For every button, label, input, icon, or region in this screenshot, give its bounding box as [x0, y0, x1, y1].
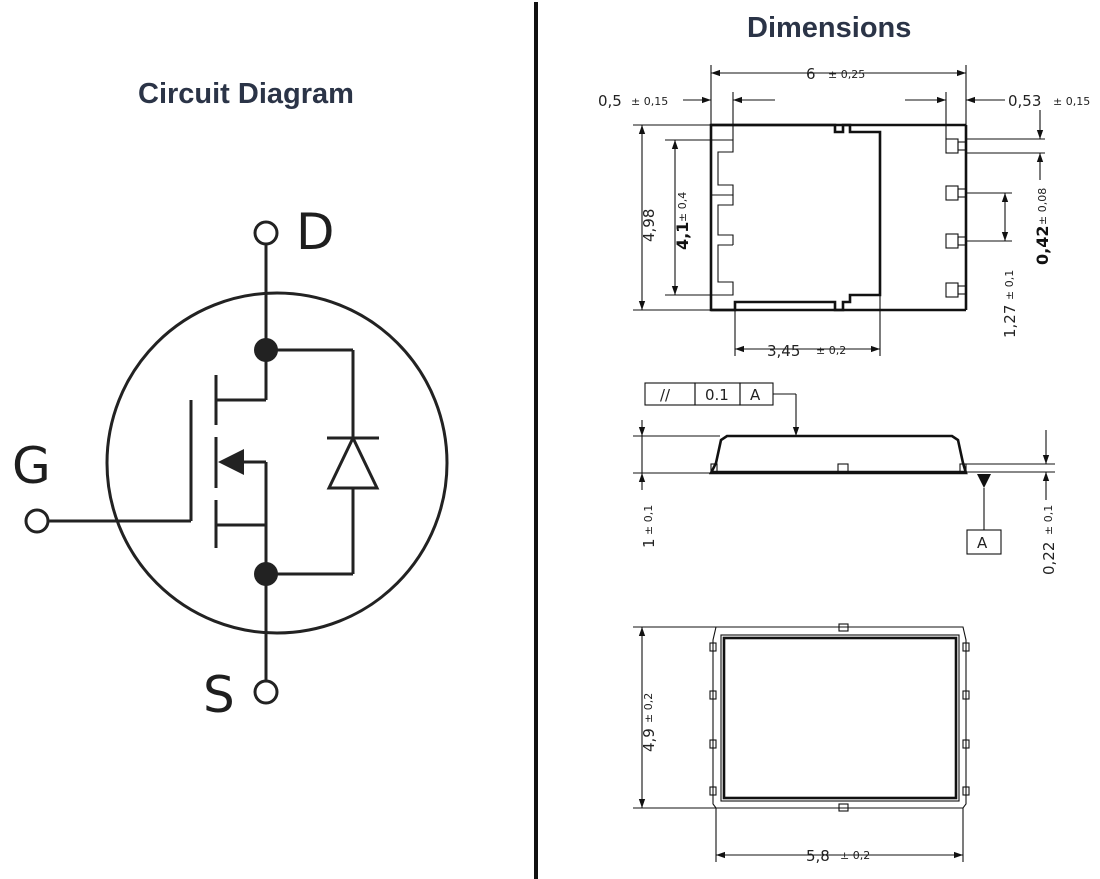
side-body-outline: [708, 434, 968, 475]
bottom-width-tolerance: ± 0,2: [840, 849, 870, 862]
pitch-value: 1,27: [1001, 305, 1019, 338]
source-terminal: [253, 679, 279, 705]
inner-width-value: 3,45: [767, 342, 800, 360]
outer-height-value: 4,98: [640, 209, 658, 242]
pitch-tolerance: ± 0,1: [1003, 270, 1016, 300]
package-top-view: [633, 65, 1045, 356]
lead-pad-3: [945, 233, 959, 249]
lead-pad-4: [945, 282, 959, 298]
inner-height-value: 4,1: [673, 222, 692, 250]
inner-height-tolerance: ± 0,4: [676, 192, 689, 222]
drain-terminal: [253, 220, 279, 246]
top-width-tolerance: ± 0,25: [828, 68, 865, 81]
lead-pad-2: [945, 185, 959, 201]
parallelism-symbol: //: [660, 386, 671, 404]
package-side-view: [633, 382, 1055, 555]
datum-frame: [966, 529, 1002, 555]
body-arrow: [218, 449, 244, 475]
side-height-value: 1: [640, 538, 658, 548]
diode-triangle: [326, 434, 380, 490]
device-circle: [105, 291, 449, 635]
bottom-height-tolerance: ± 0,2: [642, 693, 655, 723]
source-label: S: [203, 666, 235, 724]
standoff-value: 0,22: [1040, 542, 1058, 575]
gate-terminal: [24, 508, 50, 534]
bottom-outer-outline: [712, 626, 967, 809]
left-offset-tolerance: ± 0,15: [631, 95, 668, 108]
parallelism-datum: A: [750, 386, 761, 404]
right-offset-value: 0,53: [1008, 92, 1041, 110]
standoff-tolerance: ± 0,1: [1042, 505, 1055, 535]
package-bottom-view: [633, 623, 970, 862]
dimensions-title: Dimensions: [747, 12, 912, 44]
gate-label: G: [12, 437, 51, 495]
left-offset-value: 0,5: [598, 92, 622, 110]
inner-width-tolerance: ± 0,2: [816, 344, 846, 357]
bottom-inner-outline: [722, 636, 958, 800]
datum-label: A: [977, 534, 988, 552]
pad-width-value: 0,42: [1033, 226, 1052, 265]
side-height-tolerance: ± 0,1: [642, 505, 655, 535]
pad-width-tolerance: ± 0,08: [1036, 188, 1049, 225]
lead-pad-1: [945, 138, 959, 154]
drain-label: D: [296, 203, 335, 261]
parallelism-value: 0.1: [705, 386, 729, 404]
bottom-height-value: 4,9: [640, 728, 658, 752]
right-offset-tolerance: ± 0,15: [1053, 95, 1090, 108]
bottom-width-value: 5,8: [806, 847, 830, 865]
circuit-diagram-title: Circuit Diagram: [138, 78, 354, 110]
die-pad-outline: [709, 123, 882, 312]
mosfet-symbol: [24, 220, 449, 705]
top-width-value: 6: [806, 65, 816, 83]
